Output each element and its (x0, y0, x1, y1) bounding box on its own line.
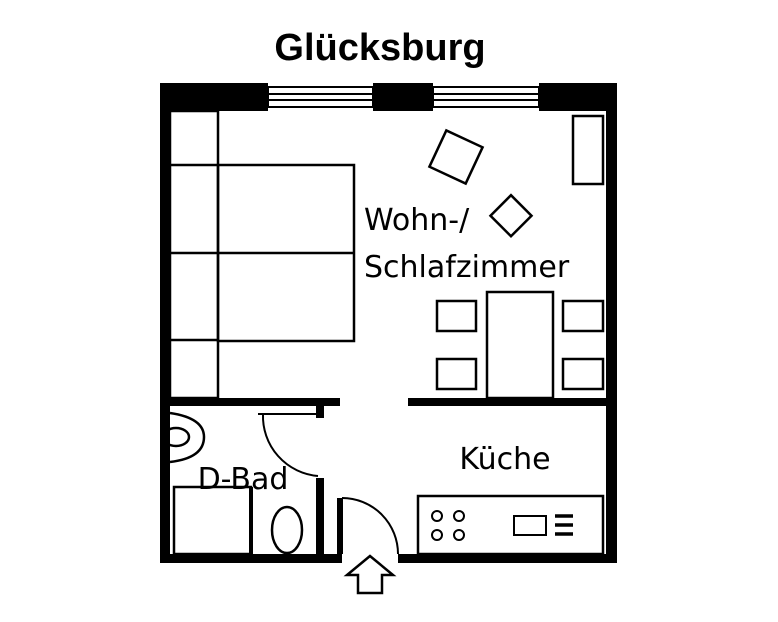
chair-bottom-left (435, 357, 478, 391)
armchair (427, 128, 485, 186)
wall-kitchen-top (408, 398, 617, 406)
wall-right (606, 83, 617, 563)
bath-door (258, 413, 319, 477)
living-furniture (427, 114, 605, 400)
wall-bath-top (160, 398, 340, 406)
chair-top-left (435, 299, 478, 333)
chair-bottom-right (561, 357, 605, 391)
plan-title: Glücksburg (274, 27, 485, 69)
windows (267, 86, 540, 108)
washbasin (270, 505, 304, 555)
room-label-kitchen: Küche (459, 442, 550, 477)
exterior-walls (160, 83, 617, 563)
wall-top-right (539, 83, 617, 111)
cabinet (571, 114, 605, 186)
wall-left (160, 83, 170, 563)
bathroom-fixtures (161, 411, 304, 556)
room-label-living-line2: Schlafzimmer (364, 250, 570, 285)
wall-bottom-left (160, 554, 342, 563)
stove-burner (431, 510, 443, 522)
bed (168, 109, 356, 400)
bed-headboard (168, 109, 220, 400)
wall-bath-top-stub (316, 398, 324, 418)
stove-burner (453, 510, 465, 522)
entrance-door (341, 497, 399, 555)
side-table (488, 193, 534, 238)
kitchen-counter (416, 494, 605, 556)
arrow-up-icon (343, 554, 397, 595)
window-left (267, 86, 374, 108)
wall-entrance-jamb (337, 498, 342, 563)
interior-walls (160, 398, 617, 563)
doors (258, 413, 399, 555)
room-label-bath: D-Bad (198, 462, 289, 497)
wall-top-left (160, 83, 268, 111)
stove-burner (453, 529, 465, 541)
shower-tray (172, 485, 253, 556)
wall-bath-right (316, 478, 324, 563)
chair-top-right (561, 299, 605, 333)
wall-top-middle (373, 83, 433, 111)
dining-table (485, 290, 555, 400)
toilet (161, 411, 206, 464)
wall-bottom-right (398, 554, 617, 563)
stove-burner (431, 529, 443, 541)
window-right (432, 86, 540, 108)
room-label-living-line1: Wohn-/ (364, 203, 470, 238)
sink (513, 515, 547, 536)
